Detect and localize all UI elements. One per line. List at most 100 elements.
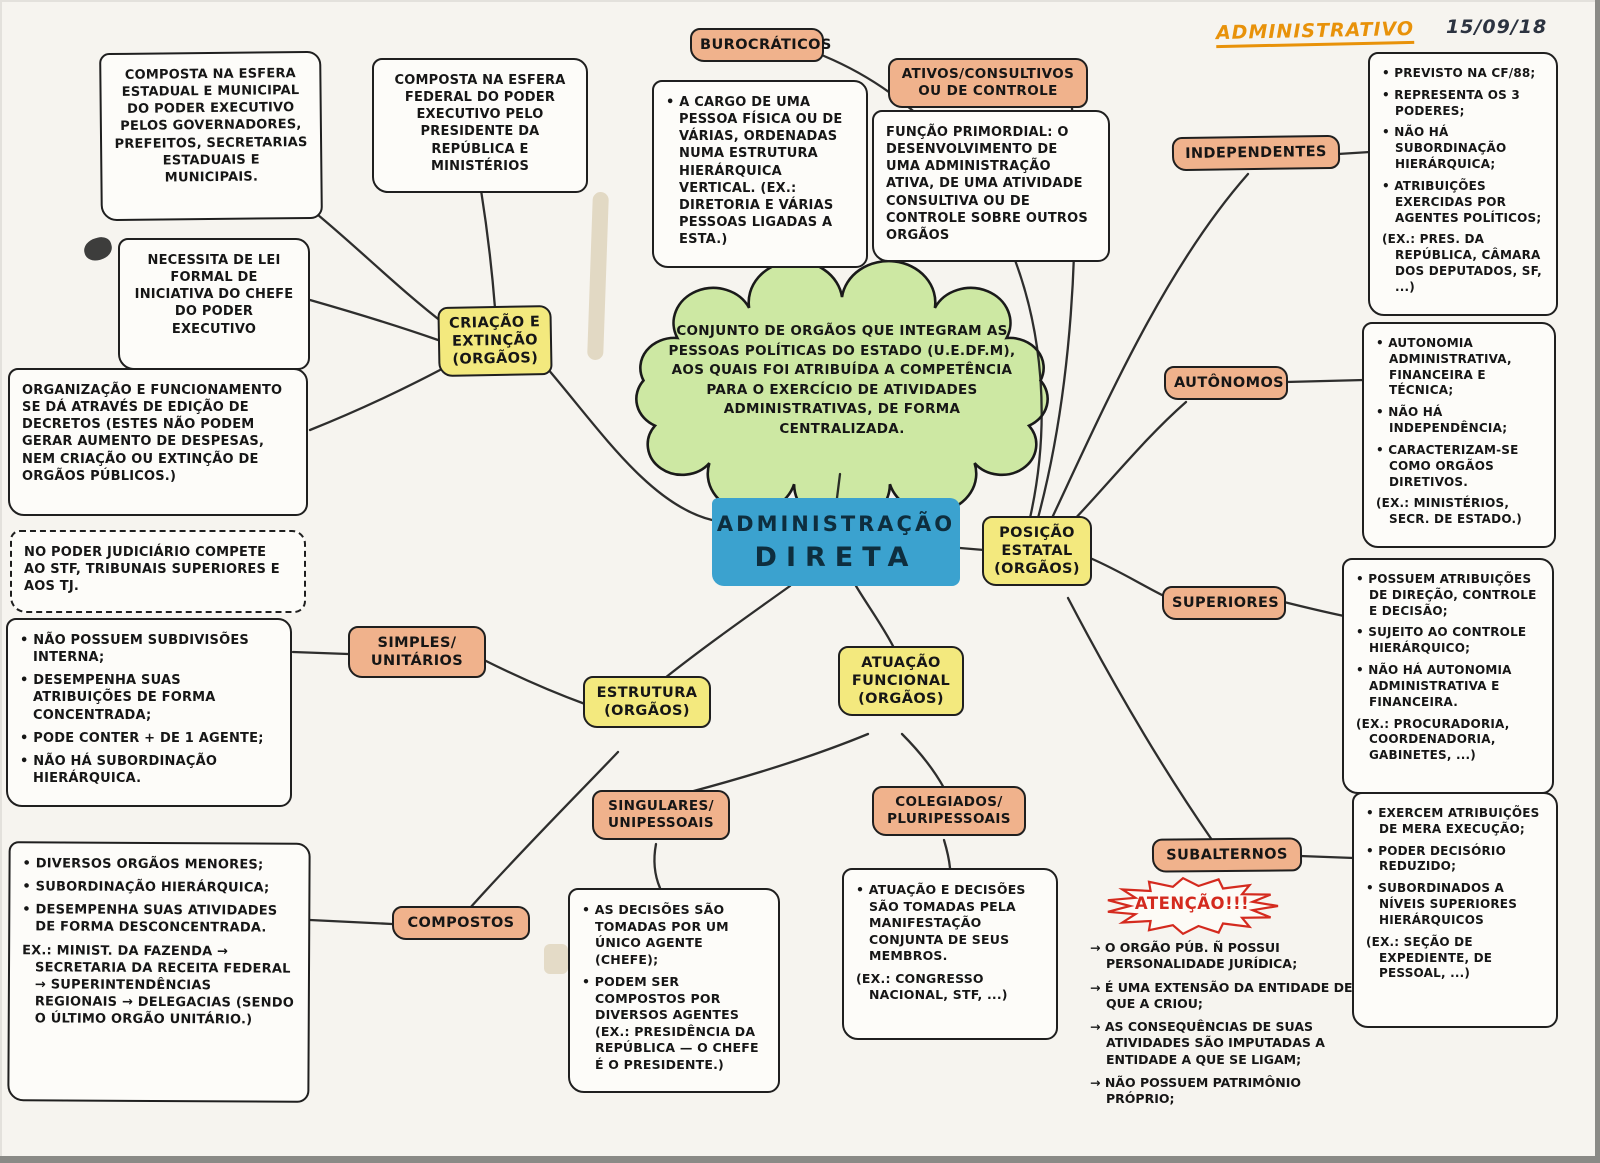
connector-singulares-note	[653, 842, 662, 890]
text-line: • PODEM SER COMPOSTOS POR DIVERSOS AGENT…	[582, 974, 759, 1072]
attention-list: → O ORGÃO PÚB. Ñ POSSUI PERSONALIDADE JU…	[1090, 940, 1356, 1114]
note-organizacao-decretos: ORGANIZAÇÃO E FUNCIONAMENTO SE DÁ ATRAVÉ…	[8, 368, 308, 516]
connector-criacao-estadual	[310, 208, 448, 327]
connector-compostos-note	[308, 918, 394, 926]
note-colegiados-pluripessoais: • ATUAÇÃO E DECISÕES SÃO TOMADAS PELA MA…	[842, 868, 1058, 1040]
text-line: • PODE CONTER + DE 1 AGENTE;	[20, 730, 264, 746]
text-line: • EXERCEM ATRIBUIÇÕES DE MERA EXECUÇÃO;	[1366, 806, 1540, 836]
page-subject: ADMINISTRATIVO	[1215, 17, 1415, 49]
node-administracao-direta: ADMINISTRAÇÃO DIRETA	[712, 498, 960, 586]
text-line: • AS DECISÕES SÃO TOMADAS POR UM ÚNICO A…	[582, 902, 729, 967]
node-autonomos: AUTÔNOMOS	[1164, 366, 1288, 401]
text-line: (EX.: CONGRESSO NACIONAL, STF, ...)	[856, 970, 1008, 1003]
text-line: PLURIPESSOAIS	[887, 810, 1011, 827]
connector-posicao-subalternos	[1066, 596, 1214, 842]
text-line: → NÃO POSSUEM PATRIMÔNIO PRÓPRIO;	[1090, 1074, 1301, 1106]
text-line: • REPRESENTA OS 3 PODERES;	[1382, 87, 1520, 118]
tape-mark-small	[544, 944, 568, 974]
connector-simples-estrutura	[482, 658, 587, 706]
text-line: POSIÇÃO	[999, 525, 1075, 541]
text-line: UNITÁRIOS	[370, 653, 464, 670]
text-line: (ORGÃOS)	[604, 703, 690, 720]
connector-center-posicao	[958, 546, 986, 552]
connector-center-estrutura	[663, 584, 792, 680]
text-line: • SUJEITO AO CONTROLE HIERÁRQUICO;	[1356, 625, 1527, 656]
text-line: • ATRIBUIÇÕES EXERCIDAS POR AGENTES POLÍ…	[1382, 178, 1542, 225]
text-line: NO PODER JUDICIÁRIO COMPETE AO STF, TRIB…	[24, 545, 280, 595]
note-superiores: • POSSUEM ATRIBUIÇÕES DE DIREÇÃO, CONTRO…	[1342, 558, 1554, 794]
connector-atuacao-singulares	[688, 732, 870, 794]
text-line: • DESEMPENHA SUAS ATRIBUIÇÕES DE FORMA C…	[20, 673, 216, 723]
text-line: • ATUAÇÃO E DECISÕES SÃO TOMADAS PELA MA…	[856, 882, 1026, 963]
text-line: • NÃO POSSUEM SUBDIVISÕES INTERNA;	[20, 633, 249, 666]
node-compostos: COMPOSTOS	[392, 906, 530, 941]
definition-cloud: CONJUNTO DE ORGÃOS QUE INTEGRAM AS PESSO…	[668, 323, 1016, 437]
note-singulares-unipessoais: • AS DECISÕES SÃO TOMADAS POR UM ÚNICO A…	[568, 888, 780, 1093]
text-line: FUNCIONAL	[851, 673, 951, 690]
connector-center-atuacao	[854, 584, 896, 650]
note-ativos-consultivos: FUNÇÃO PRIMORDIAL: O DESENVOLVIMENTO DE …	[872, 110, 1110, 263]
text-line: • AUTONOMIA ADMINISTRATIVA, FINANCEIRA E…	[1376, 336, 1512, 398]
note-burocraticos: • A CARGO DE UMA PESSOA FÍSICA OU DE VÁR…	[652, 80, 868, 269]
text-line: AUTÔNOMOS	[1174, 375, 1285, 391]
text-line: • DESEMPENHA SUAS ATIVIDADES DE FORMA DE…	[22, 902, 278, 937]
text-line: COLEGIADOS/	[895, 794, 1003, 810]
text-line: ATIVOS/CONSULTIVOS	[901, 66, 1075, 82]
node-colegiados-pluripessoais: COLEGIADOS/PLURIPESSOAIS	[872, 786, 1026, 836]
text-line: COMPOSTA NA ESFERA ESTADUAL E MUNICIPAL …	[114, 66, 308, 186]
text-line: OU DE CONTROLE	[918, 82, 1058, 99]
node-estrutura: ESTRUTURA (ORGÃOS)	[583, 676, 711, 729]
connector-autonomos-note	[1284, 378, 1366, 384]
connector-atuacao-colegiados	[900, 732, 946, 790]
note-compostos: • DIVERSOS ORGÃOS MENORES;• SUBORDINAÇÃO…	[7, 841, 311, 1103]
text-line: SIMPLES/	[377, 635, 457, 651]
text-line: COMPOSTA NA ESFERA FEDERAL DO PODER EXEC…	[394, 73, 566, 174]
text-line: CRIAÇÃO E	[448, 314, 541, 332]
page-date: 15/09/18	[1446, 16, 1548, 38]
text-line: ESTRUTURA	[596, 685, 698, 701]
note-poder-judiciario: NO PODER JUDICIÁRIO COMPETE AO STF, TRIB…	[10, 530, 306, 614]
note-esfera-estadual: COMPOSTA NA ESFERA ESTADUAL E MUNICIPAL …	[99, 50, 323, 222]
text-line: ESTATAL	[1001, 543, 1073, 560]
connector-posicao-autonomos	[1070, 400, 1188, 524]
text-line: (ORGÃOS)	[994, 561, 1080, 578]
text-line: • PREVISTO NA CF/88;	[1382, 66, 1536, 80]
connector-cloud-center	[835, 472, 842, 500]
note-esfera-federal: COMPOSTA NA ESFERA FEDERAL DO PODER EXEC…	[372, 58, 588, 193]
note-subalternos: • EXERCEM ATRIBUIÇÕES DE MERA EXECUÇÃO;•…	[1352, 792, 1558, 1028]
text-line: • NÃO HÁ AUTONOMIA ADMINISTRATIVA E FINA…	[1356, 663, 1512, 709]
text-line: SINGULARES/	[608, 798, 714, 814]
node-independentes: INDEPENDENTES	[1171, 134, 1341, 172]
connector-criacao-federal	[479, 188, 497, 310]
text-line: ORGANIZAÇÃO E FUNCIONAMENTO SE DÁ ATRAVÉ…	[22, 383, 283, 484]
text-line: COMPOSTOS	[407, 915, 515, 931]
text-line: • NÃO HÁ INDEPENDÊNCIA;	[1376, 405, 1508, 436]
text-line: (EX.: PRES. DA REPÚBLICA, CÂMARA DOS DEP…	[1382, 232, 1542, 294]
node-subalternos: SUBALTERNOS	[1151, 837, 1303, 873]
text-line: EX.: MINIST. DA FAZENDA → SECRETARIA DA …	[22, 942, 295, 1028]
text-line: UNIPESSOAIS	[608, 814, 714, 831]
text-line: → O ORGÃO PÚB. Ñ POSSUI PERSONALIDADE JU…	[1090, 940, 1298, 972]
attention-burst	[1107, 876, 1279, 936]
text-line: SUBALTERNOS	[1166, 846, 1288, 864]
connector-superiores-note	[1282, 600, 1346, 618]
text-line: FUNÇÃO PRIMORDIAL: O DESENVOLVIMENTO DE …	[886, 125, 1088, 243]
text-line: (EX.: PROCURADORIA, COORDENADORIA, GABIN…	[1356, 716, 1510, 763]
connector-compostos-estrutura	[468, 750, 620, 910]
node-posicao-estatal: POSIÇÃO ESTATAL(ORGÃOS)	[982, 516, 1092, 587]
connector-independentes-note	[1336, 150, 1372, 156]
note-autonomos: • AUTONOMIA ADMINISTRATIVA, FINANCEIRA E…	[1362, 322, 1556, 549]
text-line: (EX.: SEÇÃO DE EXPEDIENTE, DE PESSOAL, .…	[1366, 934, 1493, 981]
note-necessita-lei: NECESSITA DE LEI FORMAL DE INICIATIVA DO…	[118, 238, 310, 370]
text-line: • NÃO HÁ SUBORDINAÇÃO HIERÁRQUICA.	[20, 753, 218, 787]
connector-posicao-independentes	[1050, 172, 1250, 520]
text-line: • NÃO HÁ SUBORDINAÇÃO HIERÁRQUICA;	[1382, 125, 1507, 172]
text-line: NECESSITA DE LEI FORMAL DE INICIATIVA DO…	[134, 253, 294, 337]
text-line: EXTINÇÃO	[451, 332, 539, 350]
text-line: SUPERIORES	[1172, 595, 1280, 611]
text-line: ATUAÇÃO	[861, 655, 941, 671]
